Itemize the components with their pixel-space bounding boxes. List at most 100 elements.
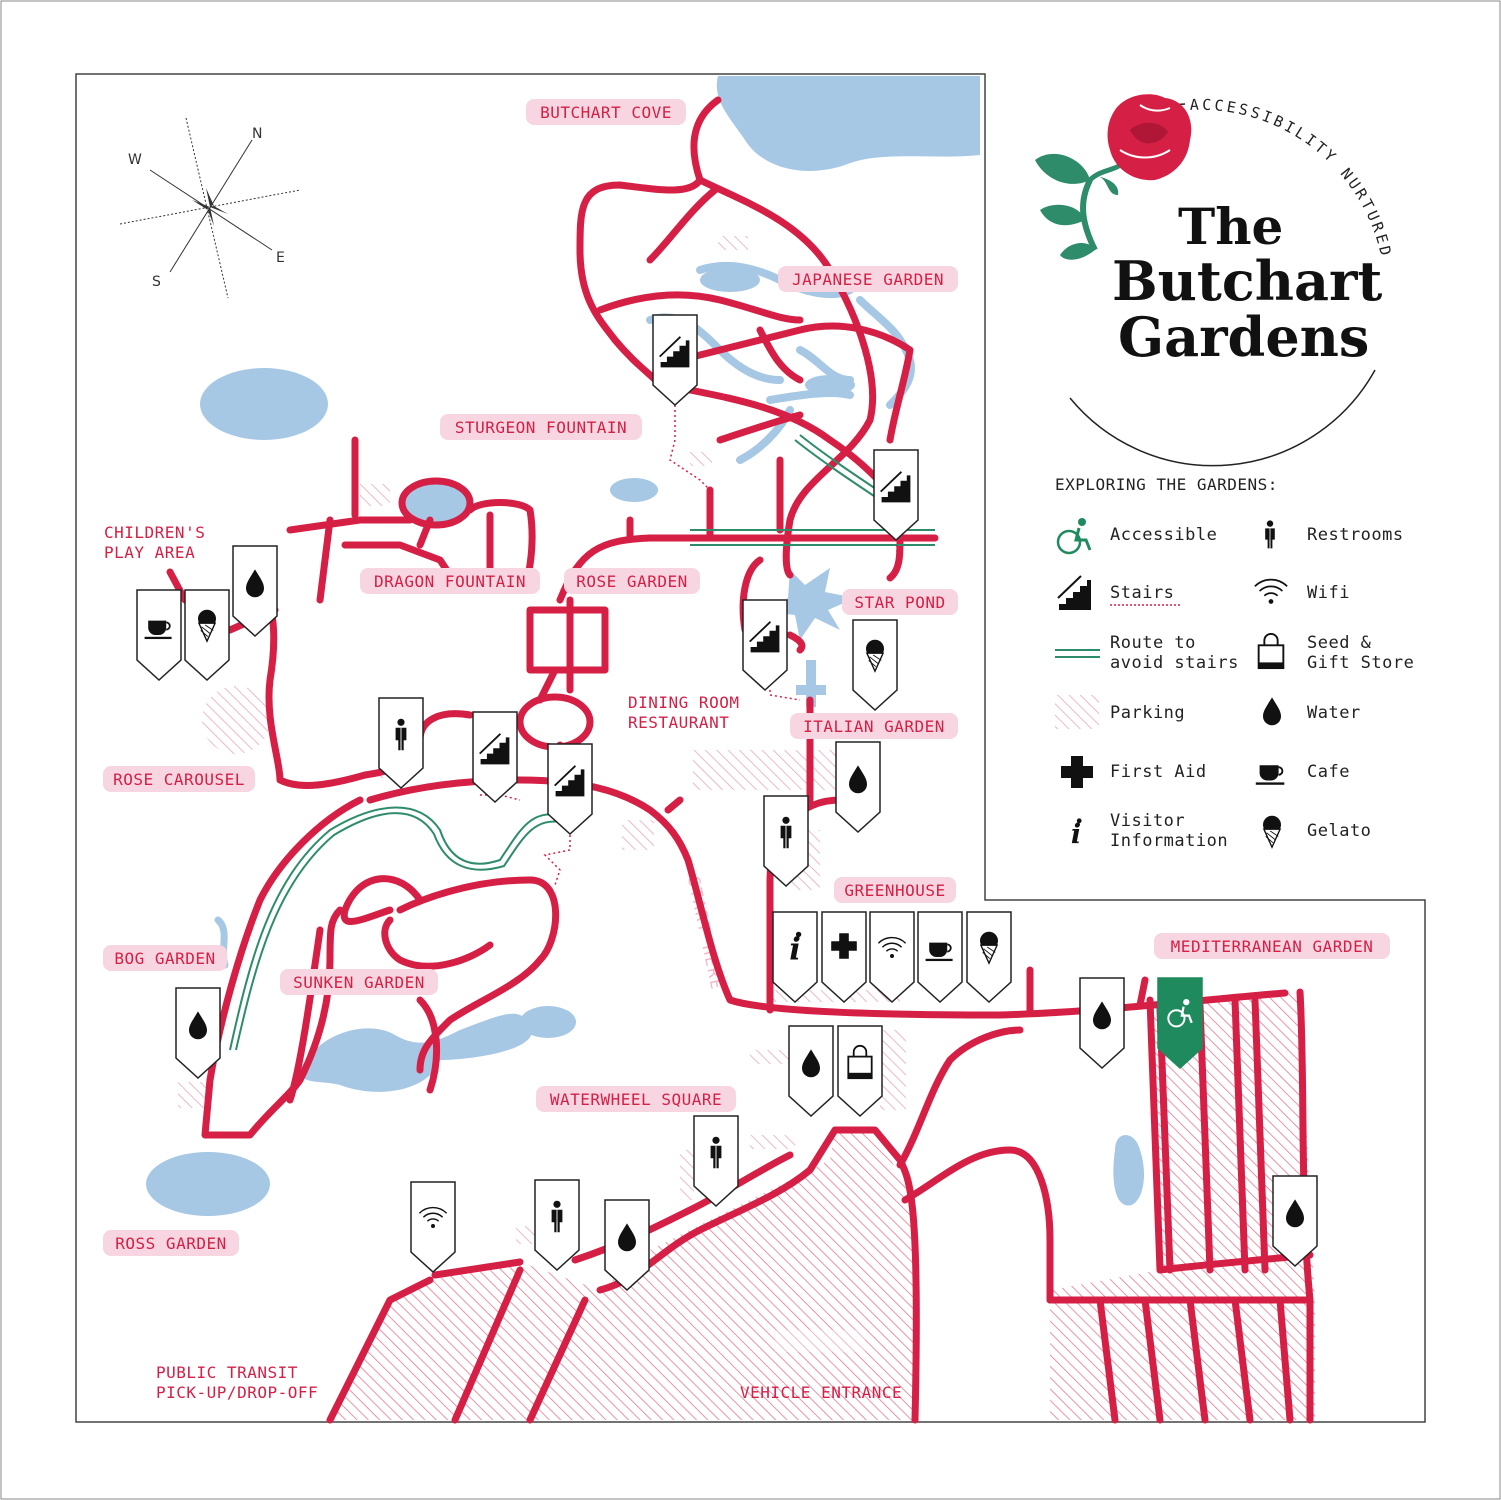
label-sunken-garden: SUNKEN GARDEN [293, 973, 425, 992]
label-sturgeon-fountain: STURGEON FOUNTAIN [455, 418, 627, 437]
label-butchart-cove: BUTCHART COVE [540, 103, 672, 122]
dragon-fountain-pond [404, 483, 468, 523]
compass-rose: N E S W [119, 117, 301, 299]
legend-parking: Parking [1110, 703, 1185, 723]
water-icon [788, 1025, 834, 1118]
label-public-transit-2: PICK-UP/DROP-OFF [156, 1383, 318, 1402]
cafe-icon [136, 589, 182, 682]
label-ross-garden: ROSS GARDEN [115, 1234, 226, 1253]
label-mediterranean-garden: MEDITERRANEAN GARDEN [1171, 937, 1374, 956]
legend-restrooms: Restrooms [1307, 525, 1404, 545]
label-italian-garden: ITALIAN GARDEN [803, 717, 945, 736]
route-avoid-stairs [229, 434, 935, 1051]
label-rose-carousel: ROSE CAROUSEL [113, 770, 245, 789]
small-pond [610, 478, 658, 502]
label-bog-garden: BOG GARDEN [114, 949, 215, 968]
restroom-icon [378, 697, 424, 790]
label-vehicle-entrance: VEHICLE ENTRANCE [740, 1383, 902, 1402]
water-icon [835, 741, 881, 834]
wifi-icon [410, 1181, 456, 1274]
water-icon [1079, 977, 1125, 1070]
star-pond [768, 568, 855, 640]
legend-visitor-2: Information [1110, 831, 1228, 851]
label-star-pond: STAR POND [854, 593, 945, 612]
legend-first-aid: First Aid [1110, 762, 1207, 782]
label-dining-room-1: DINING ROOM [628, 693, 739, 712]
visitor-info-icon [772, 911, 818, 1004]
stairs-icon [547, 743, 593, 836]
legend-visitor-info-icon [1070, 818, 1082, 851]
legend-title: EXPLORING THE GARDENS: [1055, 475, 1278, 494]
compass-s: S [152, 274, 161, 290]
legend-restroom-icon [1264, 519, 1276, 549]
water-icon [604, 1199, 650, 1292]
legend-gelato-icon [1262, 814, 1282, 849]
legend-accessible: Accessible [1110, 525, 1217, 545]
mediterranean-pond [1113, 1135, 1145, 1206]
legend-visitor-1: Visitor [1110, 811, 1185, 831]
legend-wifi-icon [1253, 578, 1289, 605]
legend-gift-store-icon [1257, 632, 1285, 670]
map-icons [136, 314, 1318, 1292]
stairs-icon [873, 449, 919, 542]
legend-parking-swatch [1055, 695, 1099, 729]
legend-cafe: Cafe [1307, 762, 1350, 782]
legend-first-aid-icon [1061, 756, 1093, 788]
brand-line3: Gardens [1118, 305, 1369, 369]
compass-e: E [276, 250, 285, 266]
label-japanese-garden: JAPANESE GARDEN [792, 270, 944, 289]
ross-garden-pond [146, 1152, 270, 1216]
label-rose-garden: ROSE GARDEN [576, 572, 687, 591]
stairs-icon [472, 711, 518, 804]
legend-accessible-icon [1056, 518, 1092, 555]
gelato-icon [852, 619, 898, 712]
legend-stairs-icon [1056, 574, 1093, 612]
east-parking-lot [1050, 992, 1315, 1420]
sunken-garden-pond [520, 1006, 576, 1038]
legend-wifi: Wifi [1307, 583, 1350, 603]
label-dining-room-2: RESTAURANT [628, 713, 729, 732]
legend-water: Water [1307, 703, 1361, 723]
italian-fountain [796, 660, 826, 707]
rose-icon [1035, 94, 1192, 260]
gelato-icon [184, 589, 230, 682]
pond-west [200, 368, 328, 440]
water-icon [232, 545, 278, 638]
legend-gelato: Gelato [1307, 821, 1371, 841]
gelato-icon [966, 911, 1012, 1004]
sunken-garden-lake [300, 1013, 532, 1092]
brand-line2: Butchart [1112, 249, 1382, 313]
wifi-icon [869, 911, 915, 1004]
legend-route-2: avoid stairs [1110, 653, 1239, 673]
compass-w: W [128, 152, 142, 168]
brand-line1: The [1178, 197, 1283, 256]
brand-logo: ACCESSIBILITY NURTURED The Butchart Gard… [1035, 94, 1392, 467]
legend: EXPLORING THE GARDENS: Accessible Restro… [1055, 475, 1414, 851]
butchart-cove-water [716, 76, 980, 171]
cafe-icon [917, 911, 963, 1004]
label-greenhouse: GREENHOUSE [844, 881, 945, 900]
legend-store-2: Gift Store [1307, 653, 1414, 673]
label-waterwheel-square: WATERWHEEL SQUARE [550, 1090, 722, 1109]
water-icon [175, 987, 221, 1080]
restroom-icon [534, 1179, 580, 1272]
water-icon [1272, 1175, 1318, 1268]
place-labels: BUTCHART COVE JAPANESE GARDEN STURGEON F… [103, 99, 1390, 1402]
restroom-icon [693, 1115, 739, 1208]
label-childrens-play-2: PLAY AREA [104, 543, 195, 562]
restroom-icon [763, 795, 809, 888]
legend-stairs: Stairs [1110, 583, 1174, 603]
compass-n: N [252, 126, 262, 142]
gift-store-icon [837, 1025, 883, 1118]
legend-store-1: Seed & [1307, 633, 1372, 653]
legend-route-1: Route to [1110, 633, 1196, 653]
first-aid-icon [821, 911, 867, 1004]
legend-cafe-icon [1254, 764, 1286, 786]
label-public-transit-1: PUBLIC TRANSIT [156, 1363, 298, 1382]
label-dragon-fountain: DRAGON FOUNTAIN [374, 572, 526, 591]
stairs-icon [742, 599, 788, 692]
legend-water-icon [1263, 697, 1281, 726]
label-childrens-play-1: CHILDREN'S [104, 523, 205, 542]
